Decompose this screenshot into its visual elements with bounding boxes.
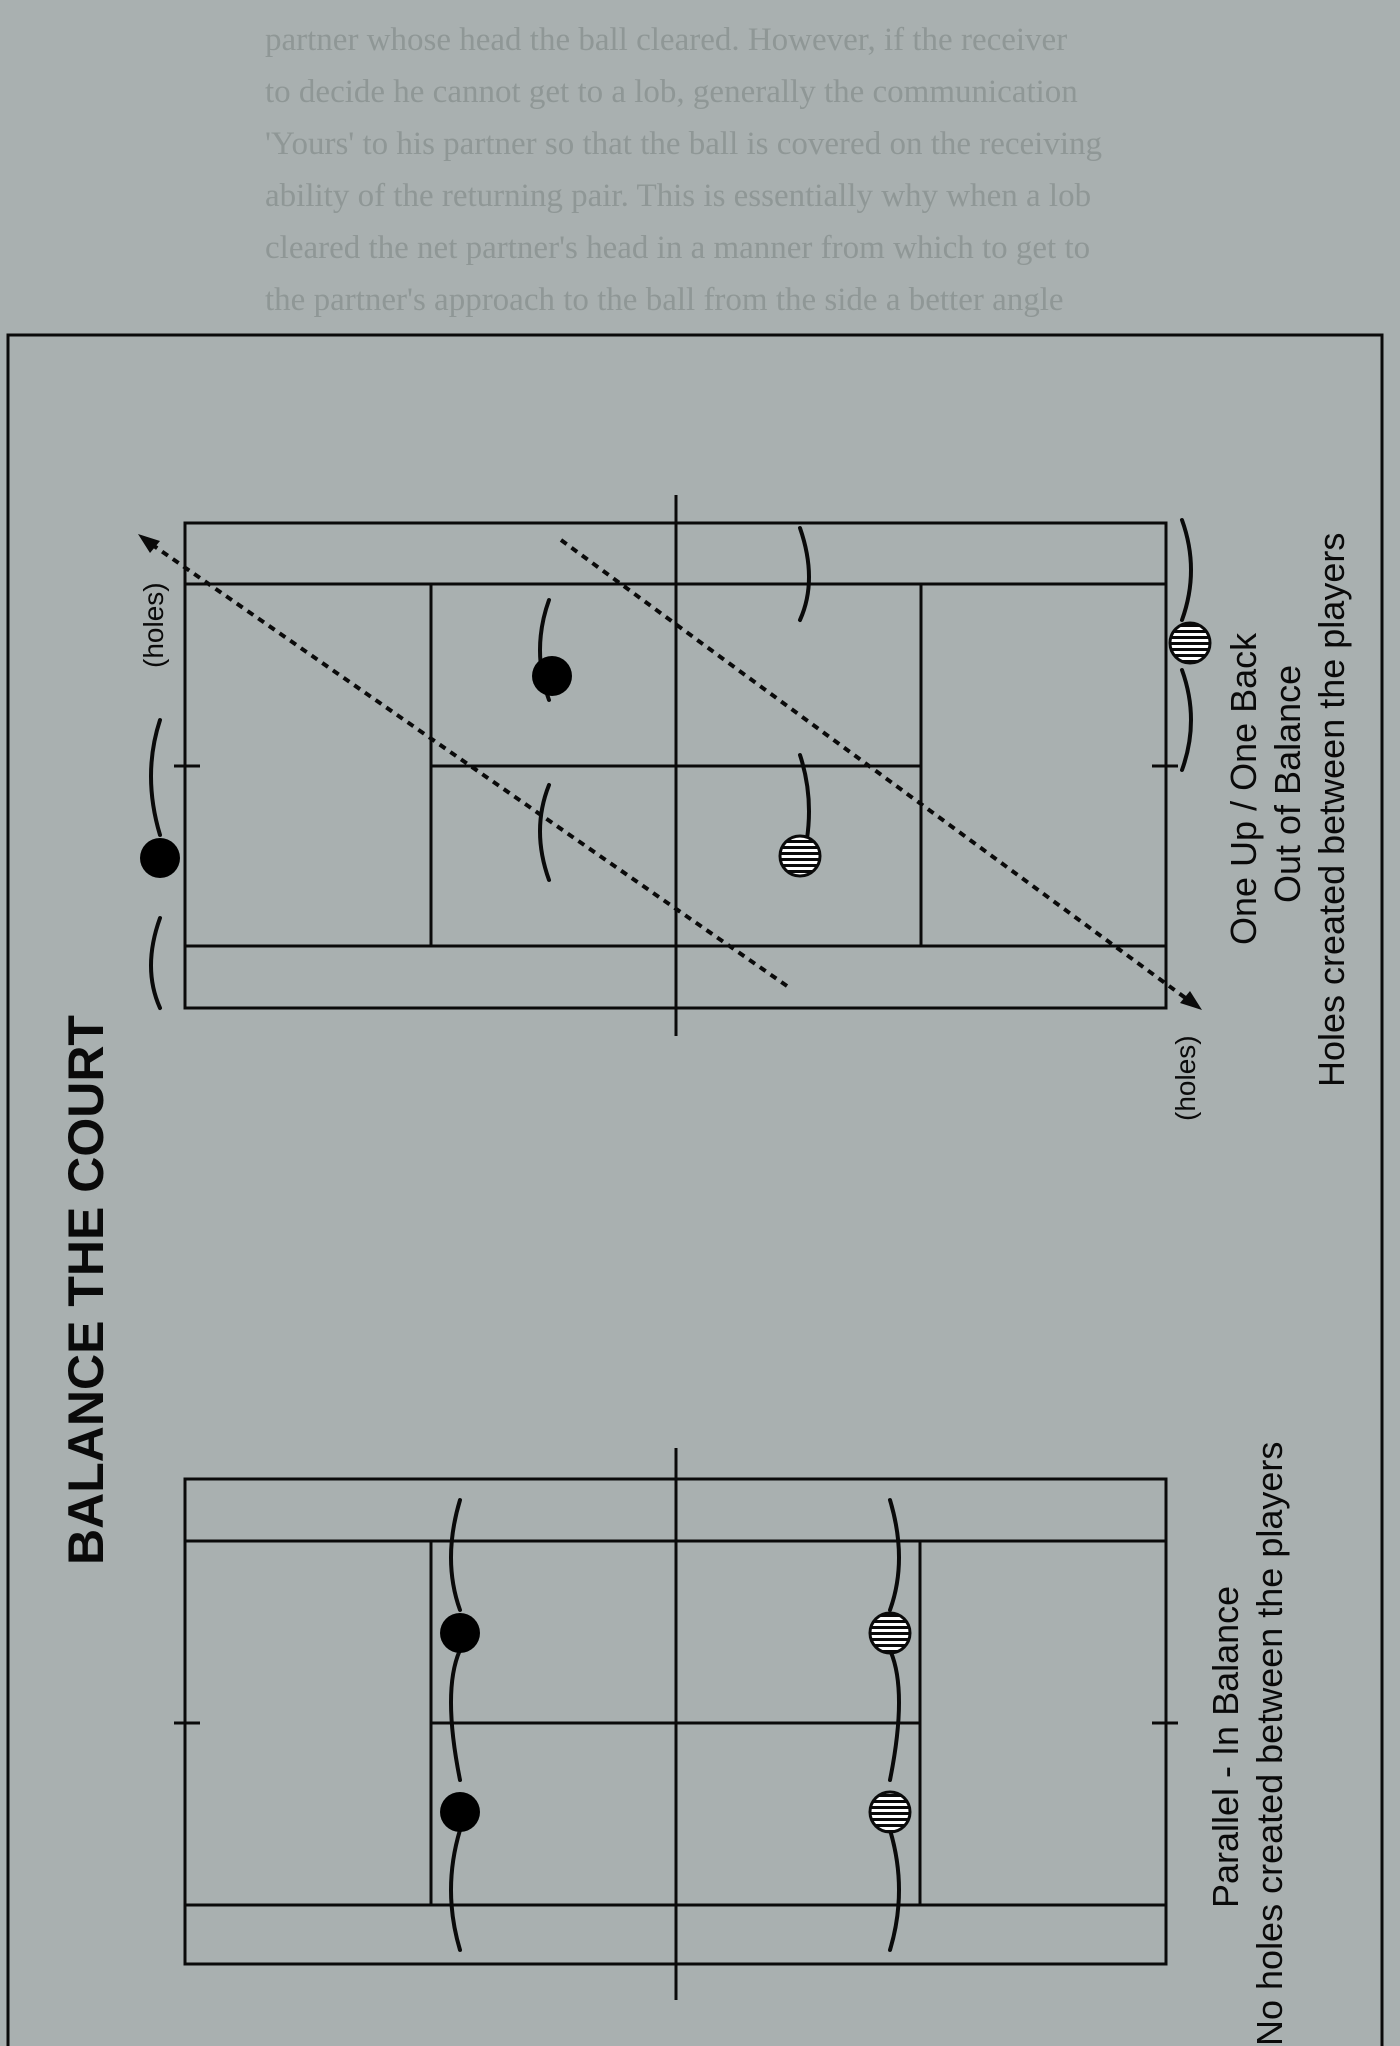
hole-arrowhead-lower <box>1180 991 1202 1010</box>
right-court <box>174 495 1178 1036</box>
right-caption-line1: One Up / One Back <box>1223 632 1264 945</box>
holes-label-top: (holes) <box>138 582 169 668</box>
diagram-title: BALANCE THE COURT <box>58 1015 114 1565</box>
striped-circle-player-icon <box>868 1790 912 1834</box>
right-caption-line2: Out of Balance <box>1267 665 1308 903</box>
left-court <box>174 1448 1178 2000</box>
bracket-arc-icon <box>888 1648 901 1782</box>
holes-label-bottom: (holes) <box>1170 1035 1201 1121</box>
hole-arrowhead-upper <box>138 534 160 553</box>
hole-diagonal-upper <box>142 537 789 988</box>
striped-circle-player-icon <box>868 1611 912 1655</box>
bracket-arc-icon <box>1180 668 1193 772</box>
solid-circle-player-icon <box>140 838 180 878</box>
bracket-arc-icon <box>149 718 162 837</box>
bracket-arc-icon <box>888 1828 901 1952</box>
bracket-arc-icon <box>1180 518 1193 622</box>
bracket-arc-icon <box>449 1498 462 1612</box>
bracket-arc-icon <box>149 916 162 1010</box>
diagram-frame <box>6 333 1384 2046</box>
left-caption-line1: Parallel - In Balance <box>1205 1586 1246 1908</box>
right-caption-line3: Holes created between the players <box>1311 533 1352 1087</box>
striped-circle-player-icon <box>778 834 822 878</box>
bracket-arc-icon <box>798 526 811 622</box>
left-caption-line2: No holes created between the players <box>1249 1442 1290 2046</box>
solid-circle-player-icon <box>440 1613 480 1653</box>
bracket-arc-icon <box>538 783 551 882</box>
bracket-arc-icon <box>449 1828 462 1952</box>
solid-circle-player-icon <box>440 1792 480 1832</box>
striped-circle-player-icon <box>1168 621 1212 665</box>
bracket-arc-icon <box>888 1498 901 1612</box>
hole-diagonal-lower <box>559 538 1197 1007</box>
bracket-arc-icon <box>449 1648 462 1782</box>
solid-circle-player-icon <box>532 656 572 696</box>
